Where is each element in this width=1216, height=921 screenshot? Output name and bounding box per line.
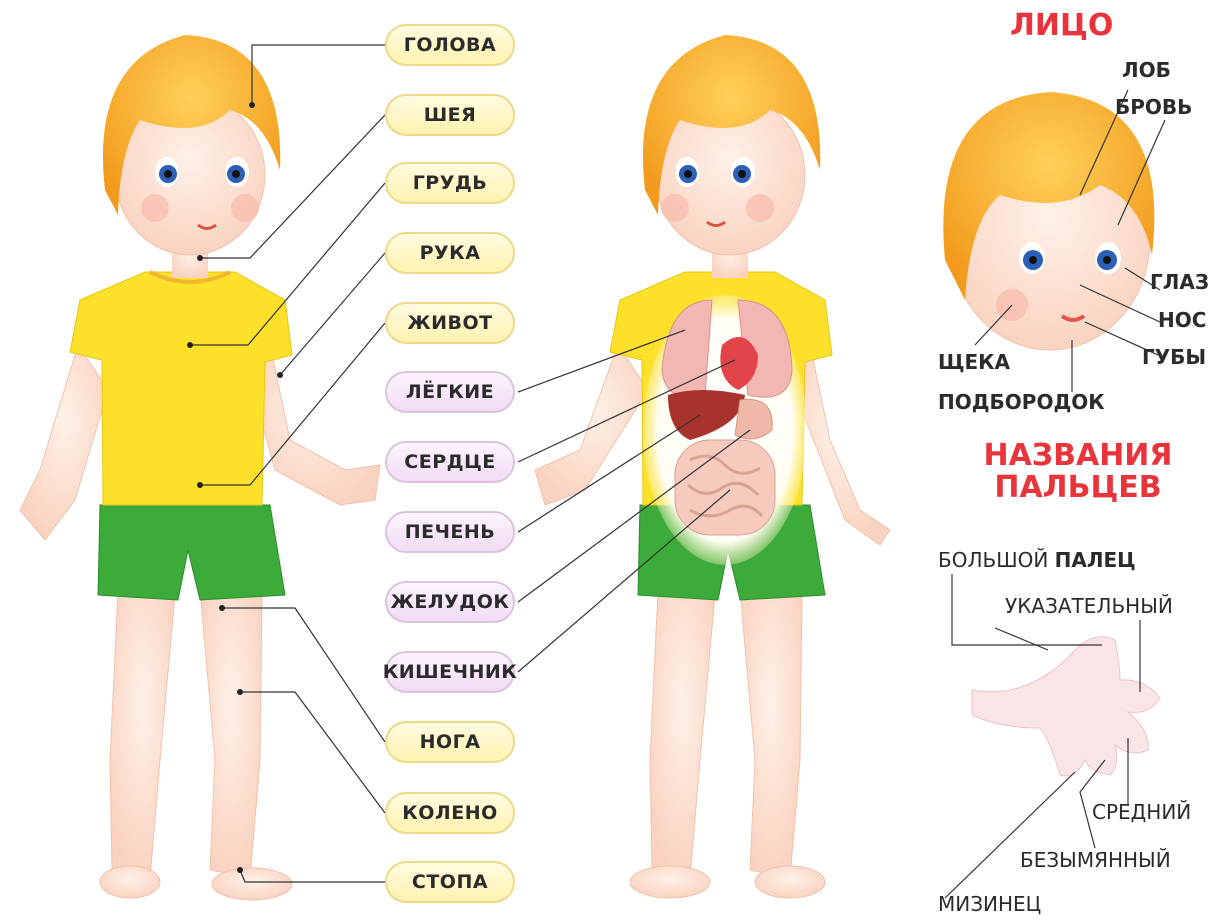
label-ring: БЕЗЫМЯННЫЙ: [1020, 848, 1171, 872]
label-neck: ШЕЯ: [385, 94, 515, 136]
fingers-heading-line2: ПАЛЬЦЕВ: [978, 472, 1178, 504]
label-nose: НОС: [1158, 308, 1206, 332]
label-chest: ГРУДЬ: [385, 162, 515, 204]
fingers-heading: НАЗВАНИЯ ПАЛЬЦЕВ: [978, 440, 1178, 504]
label-index: УКАЗАТЕЛЬНЫЙ: [1005, 594, 1173, 618]
hand-illustration: [972, 637, 1160, 776]
label-middle: СРЕДНИЙ: [1092, 800, 1191, 824]
label-leg: НОГА: [385, 721, 515, 763]
label-chin: ПОДБОРОДОК: [938, 390, 1105, 414]
label-eye: ГЛАЗ: [1150, 270, 1209, 294]
label-lips: ГУБЫ: [1142, 345, 1206, 369]
label-belly: ЖИВОТ: [385, 302, 515, 344]
child-outside: [20, 35, 380, 900]
label-cheek: ЩЕКА: [938, 350, 1010, 374]
label-thumb: БОЛЬШОЙ ПАЛЕЦ: [938, 548, 1136, 572]
label-forehead: ЛОБ: [1122, 58, 1171, 82]
label-liver: ПЕЧЕНЬ: [385, 511, 515, 553]
label-head: ГОЛОВА: [385, 24, 515, 66]
label-knee: КОЛЕНО: [385, 792, 515, 834]
fingers-heading-line1: НАЗВАНИЯ: [978, 440, 1178, 472]
label-heart: СЕРДЦЕ: [385, 441, 515, 483]
label-thumb-suffix: ПАЛЕЦ: [1055, 548, 1136, 572]
label-lungs: ЛЁГКИЕ: [385, 371, 515, 413]
label-eyebrow: БРОВЬ: [1115, 95, 1192, 119]
face-illustration: [943, 92, 1154, 350]
label-stomach: ЖЕЛУДОК: [385, 581, 515, 623]
child-inside: [535, 35, 890, 898]
face-heading: ЛИЦО: [1010, 8, 1113, 43]
label-thumb-name: БОЛЬШОЙ: [938, 548, 1048, 572]
label-arm: РУКА: [385, 232, 515, 274]
label-intestine: КИШЕЧНИК: [385, 651, 515, 693]
label-foot: СТОПА: [385, 861, 515, 903]
label-little: МИЗИНЕЦ: [938, 892, 1041, 916]
